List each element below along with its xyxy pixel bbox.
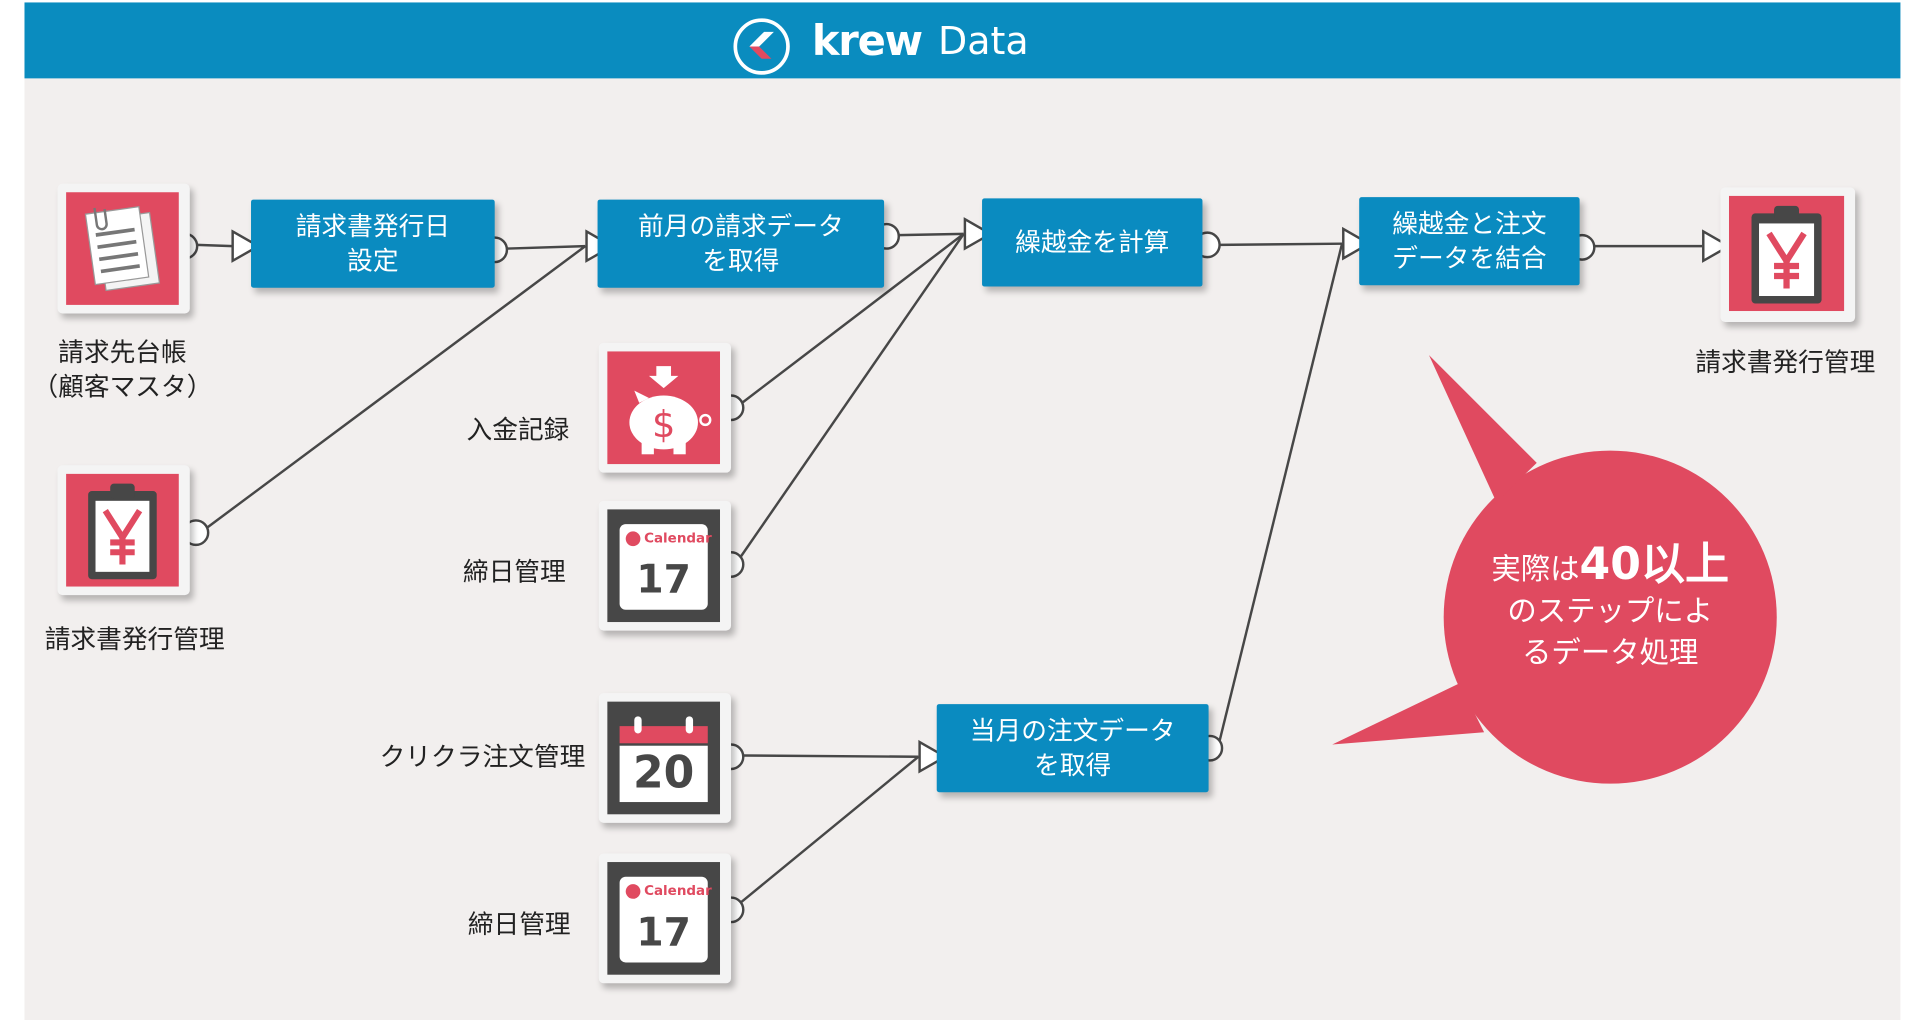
- wire-calc-to-join: [1219, 242, 1343, 247]
- krew-logo-icon: [733, 18, 790, 75]
- closing-date-label-2: 締日管理: [467, 909, 571, 940]
- wire-prev-to-calc: [898, 232, 964, 237]
- customer-ledger-tile[interactable]: [57, 183, 190, 314]
- header-bar: [24, 2, 1901, 79]
- calendar-20-icon: 20: [607, 701, 721, 815]
- wire-orders-to-thismonth: [743, 754, 919, 758]
- wire-ledger-to-setdate: [197, 243, 233, 248]
- invoice-mgmt-label-left: 請求書発行管理: [44, 624, 225, 654]
- brand-suffix: Data: [937, 19, 1029, 64]
- step-label: データを結合: [1392, 243, 1547, 274]
- kurikura-orders-tile[interactable]: 20: [598, 693, 732, 823]
- input-arrow-output: [1702, 229, 1732, 263]
- step-label: を取得: [1034, 750, 1112, 781]
- wire-payment-to-calc: [741, 232, 965, 404]
- input-arrow-join: [1342, 226, 1372, 261]
- input-arrow-calc: [963, 217, 994, 251]
- callout-tail-left: [1332, 683, 1485, 745]
- step-label: 繰越金と注文: [1392, 209, 1547, 239]
- customer-ledger-label: 請求先台帳: [58, 337, 187, 368]
- kurikura-orders-label: クリクラ注文管理: [379, 742, 586, 772]
- step-label: 繰越金を計算: [1015, 227, 1170, 258]
- closing-date-tile-2[interactable]: Calendar 17: [598, 853, 732, 984]
- callout-line2: のステップによ: [1507, 593, 1714, 629]
- yen-clipboard-icon: [1728, 195, 1845, 312]
- wire-invoice-to-prev: [206, 245, 587, 529]
- invoice-mgmt-output-tile[interactable]: [1720, 187, 1856, 323]
- callout-text: 実際は40以上 のステップによ るデータ処理: [1491, 543, 1729, 674]
- wire-thismonth-to-join: [1218, 243, 1344, 742]
- closing-date-label-1: 締日管理: [462, 557, 566, 587]
- step-label: 当月の注文データ: [969, 716, 1176, 746]
- callout-tail-up: [1428, 355, 1537, 503]
- calendar-icon: Calendar 17: [607, 509, 721, 623]
- closing-date-tile-1[interactable]: Calendar 17: [598, 500, 732, 631]
- callout-prefix: 実際は: [1491, 552, 1580, 587]
- customer-ledger-sublabel: （顧客マスタ）: [32, 372, 213, 402]
- calendar-day: 17: [636, 908, 691, 956]
- brand-word: krew: [811, 17, 923, 67]
- callout-line3: るデータ処理: [1522, 635, 1699, 670]
- callout-highlight: 40以上: [1579, 540, 1730, 591]
- calendar-day: 17: [636, 555, 691, 603]
- piggy-bank-icon: $: [607, 351, 721, 465]
- step-get-prev-month-data[interactable]: 前月の請求データを取得: [597, 199, 885, 288]
- calendar-day: 20: [619, 745, 708, 803]
- payment-record-tile[interactable]: $: [598, 342, 732, 473]
- step-label: 前月の請求データ: [637, 211, 844, 242]
- callout-circle: [1443, 450, 1777, 784]
- invoice-mgmt-output-label: 請求書発行管理: [1695, 347, 1876, 378]
- calendar-icon: Calendar 17: [607, 862, 721, 975]
- step-join-data[interactable]: 繰越金と注文データを結合: [1359, 197, 1580, 286]
- calendar-caption: Calendar: [644, 882, 712, 899]
- step-get-this-month-orders[interactable]: 当月の注文データを取得: [936, 704, 1209, 793]
- wire-setdate-to-prev: [506, 244, 586, 250]
- step-set-issue-date[interactable]: 請求書発行日設定: [251, 199, 495, 288]
- yen-clipboard-icon: [66, 473, 179, 587]
- input-arrow-setdate: [231, 229, 261, 263]
- step-label: を取得: [702, 246, 780, 276]
- payment-record-label: 入金記録: [466, 415, 570, 445]
- wire-closing-to-calc: [738, 233, 965, 560]
- step-label: 請求書発行日: [295, 211, 451, 242]
- step-label: 設定: [347, 246, 399, 276]
- wire-closing2-to-thismonth: [740, 755, 920, 904]
- svg-text:$: $: [652, 403, 675, 446]
- input-arrow-thismonth: [918, 739, 948, 774]
- calendar-caption: Calendar: [644, 530, 712, 547]
- invoice-mgmt-tile-left[interactable]: [57, 465, 190, 596]
- step-calc-carryover[interactable]: 繰越金を計算: [982, 198, 1203, 287]
- documents-icon: [66, 192, 179, 305]
- callout-bubble: [1332, 355, 1777, 784]
